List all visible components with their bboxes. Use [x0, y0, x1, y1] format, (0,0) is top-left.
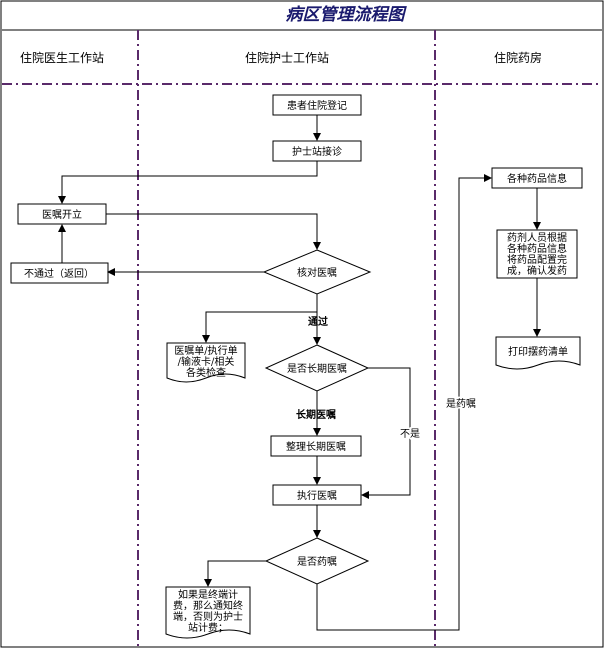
node-organize: 整理长期医嘱 — [270, 435, 362, 457]
node-reject: 不通过（返回） — [10, 262, 109, 284]
connectors — [58, 115, 541, 631]
svg-text:医嘱单/执行单: 医嘱单/执行单 — [174, 344, 237, 357]
svg-text:患者住院登记: 患者住院登记 — [287, 99, 347, 112]
label-isdrug: 是药嘱 — [446, 398, 476, 410]
lane-doctor: 住院医生工作站 — [20, 51, 104, 65]
lane-pharmacy: 住院药房 — [494, 50, 542, 65]
svg-text:各种药品信息: 各种药品信息 — [507, 172, 567, 185]
svg-text:如果是终端计: 如果是终端计 — [178, 588, 238, 601]
node-receive: 护士站接诊 — [272, 140, 362, 162]
label-pass: 通过 — [308, 315, 328, 328]
svg-text:各种药品信息: 各种药品信息 — [507, 242, 567, 255]
svg-text:是否长期医嘱: 是否长期医嘱 — [287, 363, 347, 375]
node-register: 患者住院登记 — [272, 94, 362, 116]
diagram-title: 病区管理流程图 — [286, 5, 408, 25]
node-longterm-question: 是否长期医嘱 — [264, 344, 370, 392]
edge-longterm-execute — [361, 367, 411, 499]
svg-text:各类检查: 各类检查 — [186, 366, 226, 379]
edge-drug-billing — [204, 560, 266, 587]
lane-nurse: 住院护士工作站 — [245, 51, 329, 65]
node-pharmacist: 药剂人员根据 各种药品信息 将药品配置完 成，确认发药 — [496, 229, 578, 279]
svg-text:执行医嘱: 执行医嘱 — [297, 489, 337, 502]
edge-order-check — [106, 213, 321, 250]
svg-text:站计费；: 站计费； — [188, 621, 228, 634]
svg-text:费，那么通知终: 费，那么通知终 — [173, 599, 243, 612]
svg-text:核对医嘱: 核对医嘱 — [297, 266, 337, 279]
label-longterm: 长期医嘱 — [296, 408, 336, 421]
svg-text:打印摆药清单: 打印摆药清单 — [508, 345, 568, 358]
edge-receive-order — [58, 161, 318, 204]
svg-text:是否药嘱: 是否药嘱 — [297, 556, 337, 568]
node-druginfo: 各种药品信息 — [491, 167, 583, 189]
node-execute: 执行医嘱 — [272, 484, 362, 506]
svg-text:成，确认发药: 成，确认发药 — [507, 264, 567, 277]
svg-text:端，否则为护士: 端，否则为护士 — [173, 610, 243, 623]
svg-text:护士站接诊: 护士站接诊 — [292, 145, 342, 158]
svg-text:药剂人员根据: 药剂人员根据 — [507, 231, 567, 244]
node-print: 打印摆药清单 — [495, 336, 581, 370]
svg-text:医嘱开立: 医嘱开立 — [42, 208, 82, 221]
node-docs: 医嘱单/执行单 /输液卡/相关 各类检查 — [166, 342, 246, 383]
svg-text:/输液卡/相关: /输液卡/相关 — [178, 355, 235, 368]
svg-text:将药品配置完: 将药品配置完 — [507, 253, 567, 266]
node-drug-question: 是否药嘱 — [264, 537, 370, 585]
label-no: 不是 — [400, 428, 420, 440]
node-check: 核对医嘱 — [262, 249, 372, 295]
edge-drug-pharmacy — [316, 174, 492, 631]
svg-text:不通过（返回）: 不通过（返回） — [24, 267, 94, 280]
node-order: 医嘱开立 — [17, 203, 107, 225]
edge-check-docs — [202, 311, 317, 343]
svg-text:整理长期医嘱: 整理长期医嘱 — [286, 440, 346, 453]
node-billing: 如果是终端计 费，那么通知终 端，否则为护士 站计费； — [165, 586, 251, 639]
